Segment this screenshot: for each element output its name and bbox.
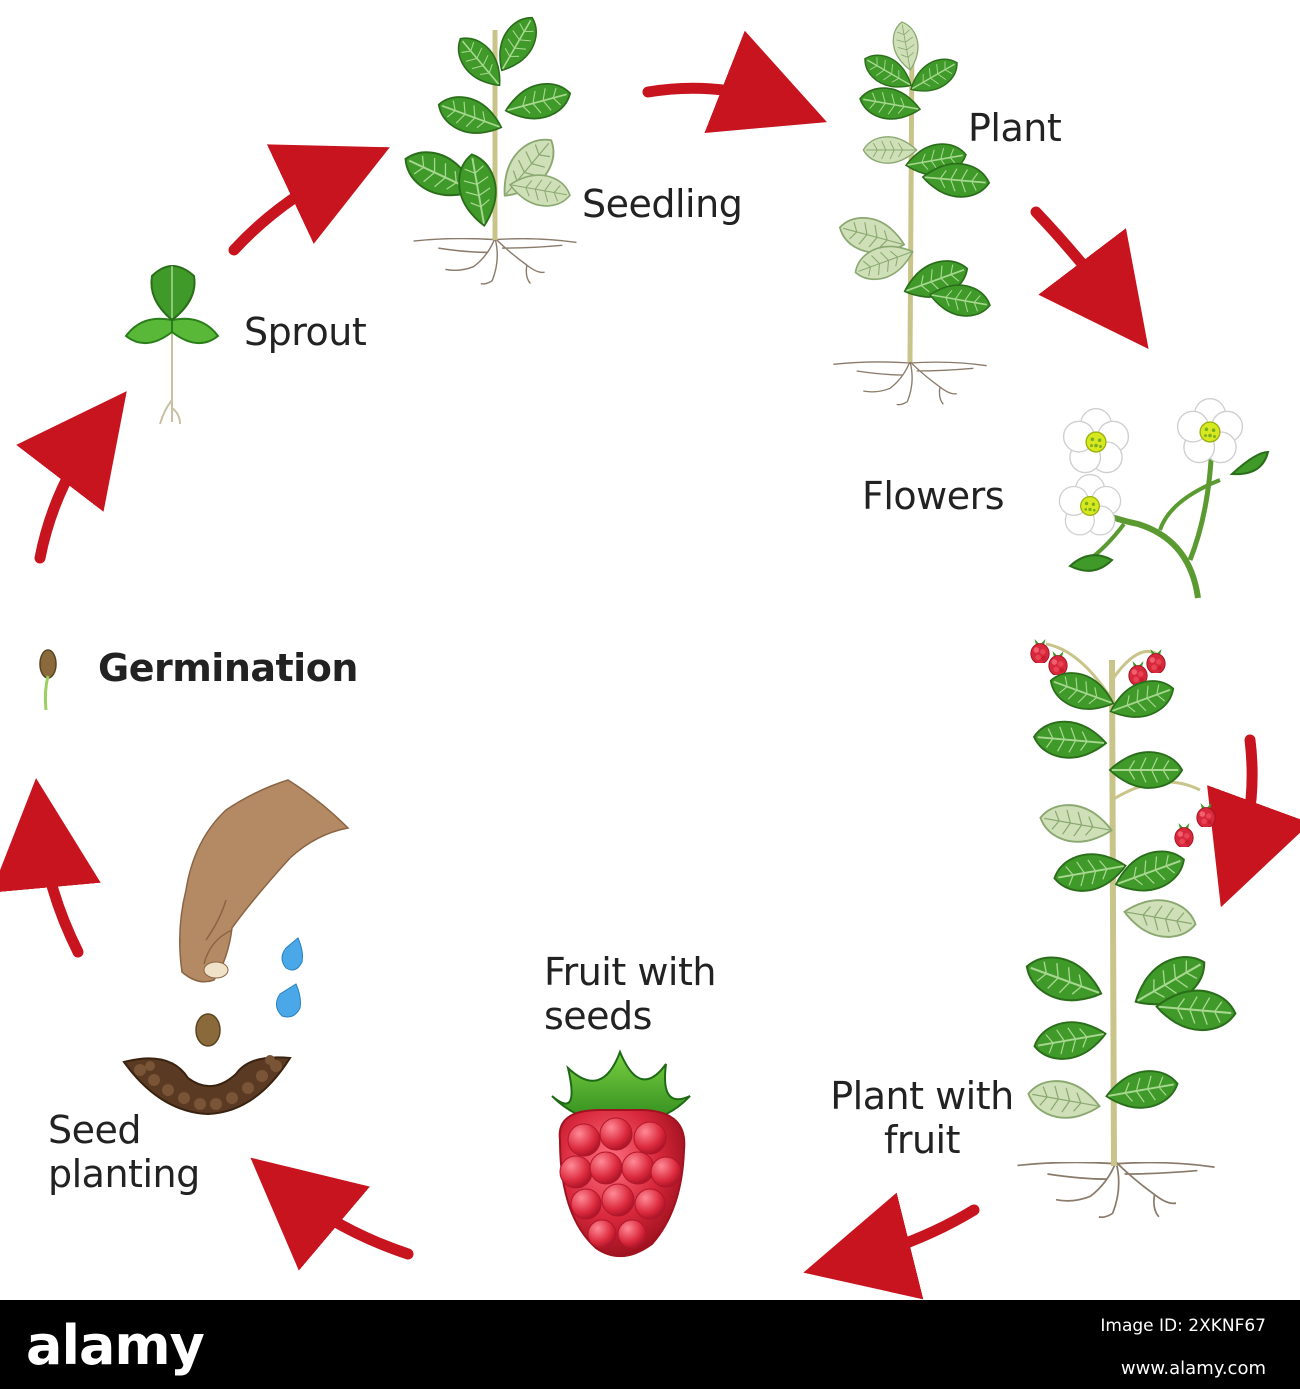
arrow-fruit-to-seed-planting: [250, 1157, 414, 1271]
flowers-illustration: [1058, 398, 1270, 599]
label-seedling: Seedling: [582, 182, 743, 226]
water-drop-icon: [281, 937, 303, 971]
label-plant-with-fruit: Plant with fruit: [830, 1074, 1014, 1162]
raspberry-life-cycle-diagram: [0, 9, 1300, 1300]
germinating-seed-illustration: [39, 649, 57, 711]
label-flowers: Flowers: [862, 474, 1005, 518]
cycle-arrows: [0, 30, 1300, 1300]
arrow-sprout-to-seedling: [228, 144, 390, 256]
plant-illustration: [832, 19, 994, 406]
seed-planting-illustration: [122, 779, 350, 1116]
seedling-illustration: [396, 9, 578, 285]
arrow-fruiting-plant-to-fruit: [803, 1192, 980, 1300]
raspberry-fruit-illustration: [551, 1049, 691, 1258]
arrow-flowers-to-fruiting-plant: [1207, 734, 1300, 908]
stock-photo-footer: alamy Image ID: 2XKNF67 www.alamy.com: [0, 1300, 1300, 1389]
water-drop-icon: [276, 983, 301, 1018]
brand-logo: alamy: [26, 1314, 205, 1377]
arrow-seed-planting-to-germination: [0, 778, 101, 958]
label-plant: Plant: [968, 106, 1062, 150]
sprout-illustration: [124, 265, 220, 425]
image-id-text: Image ID: 2XKNF67: [1100, 1316, 1266, 1336]
fruit-drupelets: [559, 1117, 682, 1249]
site-url: www.alamy.com: [1120, 1358, 1266, 1379]
label-seed-planting: Seed planting: [48, 1108, 200, 1196]
arrow-germination-to-sprout: [16, 391, 127, 564]
image-id: Image ID: 2XKNF67: [1100, 1316, 1266, 1336]
arrow-plant-to-flowers: [1030, 206, 1149, 350]
arrow-seedling-to-plant: [642, 30, 827, 134]
label-germination: Germination: [98, 646, 358, 690]
plant-with-fruit-illustration: [1016, 638, 1239, 1219]
label-fruit-with-seeds: Fruit with seeds: [544, 950, 716, 1038]
label-sprout: Sprout: [244, 310, 367, 354]
